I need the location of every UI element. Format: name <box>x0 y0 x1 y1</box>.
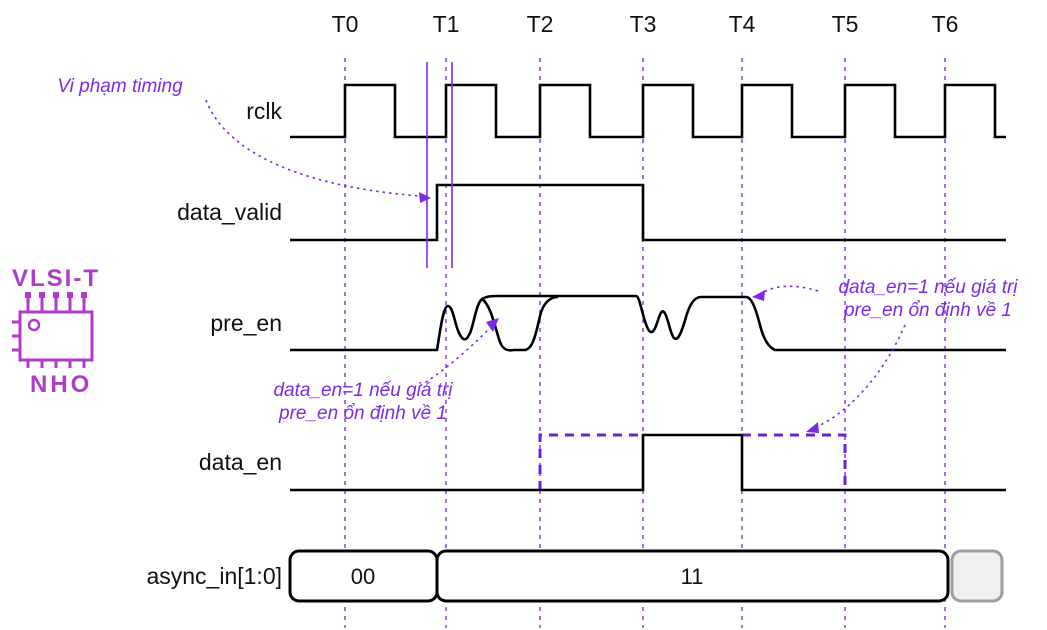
arrowhead-note-right-pre-en <box>752 290 765 301</box>
pre-en-metastable-branch <box>481 295 559 352</box>
data-en-dashed-possible <box>538 433 847 490</box>
signal-label-data-valid: data_valid <box>177 199 282 225</box>
leader-line-note-left <box>419 327 491 387</box>
vlsi-logo-title: VLSI-T <box>12 265 100 292</box>
gridlines <box>344 58 946 628</box>
arrowhead-note-left <box>486 318 499 332</box>
tick-label-t4: T4 <box>729 11 756 37</box>
note-left-line2: pre_en ổn định về 1 <box>278 403 447 424</box>
tick-label-t1: T1 <box>433 11 460 37</box>
signal-label-pre-en: pre_en <box>210 310 282 336</box>
leader-line-note-right-data-en <box>815 324 906 428</box>
bus-value-00: 00 <box>351 564 375 589</box>
data-en-waveform <box>290 433 1006 492</box>
signal-label-data-en: data_en <box>199 449 282 475</box>
bus-segment-unknown <box>950 549 1004 603</box>
signal-label-rclk: rclk <box>246 98 282 124</box>
vlsi-logo-pins-top <box>26 296 86 312</box>
bus-value-11: 11 <box>681 564 704 589</box>
tick-label-t3: T3 <box>630 11 657 37</box>
signal-label-async-in: async_in[1:0] <box>146 563 282 589</box>
vlsi-logo-subtitle: NHO <box>30 371 92 398</box>
violation-marker-lines <box>426 62 453 268</box>
data-en-dashed-segment-1 <box>538 433 643 490</box>
note-right-line2: pre_en ổn định về 1 <box>843 300 1012 321</box>
vlsi-logo-pin-pads <box>25 292 87 298</box>
leader-line-note-right-pre-en <box>761 285 819 294</box>
vlsi-logo: VLSI-T NHO <box>12 265 100 398</box>
arrowhead-note-right-data-en <box>806 422 819 433</box>
tick-label-t0: T0 <box>332 11 359 37</box>
violation-annotation-text: Vi phạm timing <box>57 76 183 97</box>
note-left-line1: data_en=1 nếu giá trị <box>273 380 453 401</box>
tick-label-t6: T6 <box>932 11 959 37</box>
vlsi-logo-chip-dot <box>27 318 41 332</box>
tick-labels: T0 T1 T2 T3 T4 T5 T6 <box>332 11 959 37</box>
vlsi-logo-pins-left <box>12 320 20 352</box>
rclk-waveform <box>290 83 1006 139</box>
vlsi-logo-pins-bottom <box>26 360 86 368</box>
bus-segment-11 <box>435 549 950 603</box>
data-en-dashed-segment-2 <box>742 433 847 490</box>
violation-annotation: Vi phạm timing <box>57 76 431 203</box>
async-in-bus: 00 11 <box>288 549 1004 603</box>
arrowhead-violation <box>419 192 431 203</box>
tick-label-t2: T2 <box>527 11 554 37</box>
vlsi-logo-chip-body <box>18 310 94 362</box>
signal-labels: rclk data_valid pre_en data_en async_in[… <box>146 98 282 589</box>
pre-en-waveform <box>290 294 1006 352</box>
note-right: data_en=1 nếu giá trị pre_en ổn định về … <box>752 277 1018 433</box>
note-left: data_en=1 nếu giá trị pre_en ổn định về … <box>273 318 499 424</box>
note-right-line1: data_en=1 nếu giá trị <box>838 277 1018 298</box>
data-valid-waveform <box>290 183 1006 242</box>
leader-line-violation <box>205 99 421 197</box>
tick-label-t5: T5 <box>832 11 859 37</box>
